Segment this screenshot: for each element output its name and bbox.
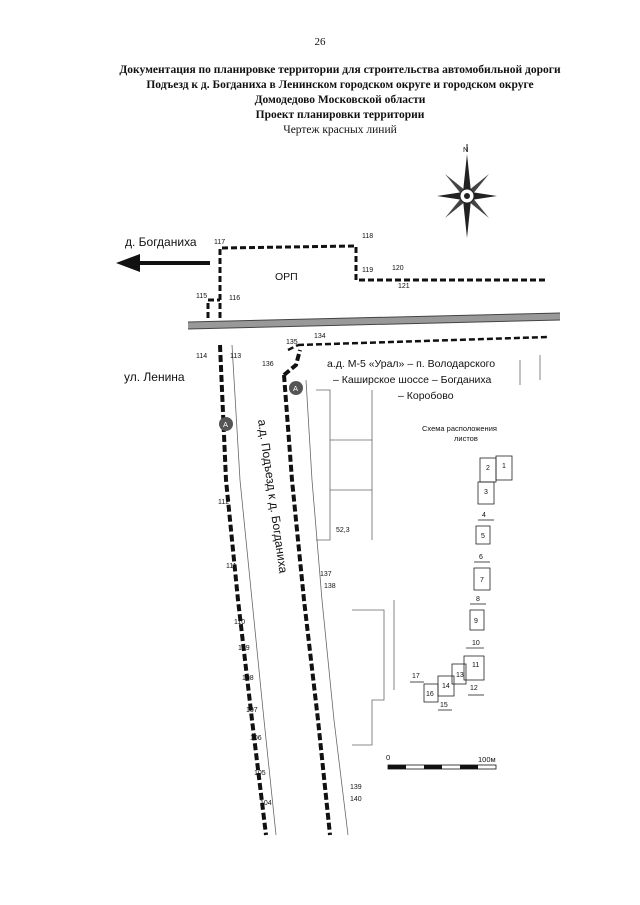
svg-text:10: 10	[472, 640, 480, 647]
svg-text:138: 138	[324, 583, 336, 590]
svg-text:140: 140	[350, 796, 362, 803]
header-line-1: Документация по планировке территории дл…	[119, 64, 561, 76]
svg-text:13: 13	[456, 672, 464, 679]
sheet-scheme-labels: 2 1 3 4 5 6 7 8 9 10 11 12 13 14 15 16 1…	[412, 463, 506, 709]
red-line-vertical-left	[218, 344, 268, 836]
svg-text:12: 12	[470, 685, 478, 692]
header-line-3: Домодедово Московской области	[254, 94, 426, 106]
orp-label: ОРП	[275, 271, 298, 283]
village-label: д. Богданиха	[125, 235, 197, 249]
svg-text:8: 8	[476, 596, 480, 603]
svg-text:109: 109	[238, 645, 250, 652]
svg-text:1: 1	[502, 463, 506, 470]
highway-band	[187, 312, 561, 330]
svg-text:7: 7	[480, 577, 484, 584]
svg-text:121: 121	[398, 283, 410, 290]
svg-text:136: 136	[262, 361, 274, 368]
compass-north-letter: N	[463, 145, 468, 154]
svg-text:104: 104	[260, 800, 272, 807]
svg-text:А: А	[223, 420, 228, 429]
svg-text:17: 17	[412, 673, 420, 680]
svg-text:114: 114	[196, 353, 207, 360]
point-labels: 117 118 119 120 121 115 116 114 113 135 …	[196, 233, 410, 807]
scale-zero: 0	[386, 753, 390, 762]
svg-text:113: 113	[230, 353, 241, 360]
compass-rose-icon	[437, 144, 497, 238]
direction-arrow-icon	[116, 254, 210, 272]
svg-text:118: 118	[362, 233, 373, 240]
header-line-5: Чертеж красных линий	[283, 124, 397, 136]
page-number: 26	[314, 36, 326, 48]
scale-bar	[387, 764, 497, 770]
svg-text:6: 6	[479, 554, 483, 561]
ural-road-label-line3: – Коробово	[398, 390, 454, 402]
vertical-road-label: а.д. Подъезд к д. Богданиха	[255, 418, 290, 574]
red-line-top	[206, 244, 548, 318]
lenina-street-label: ул. Ленина	[124, 370, 185, 384]
svg-text:115: 115	[196, 293, 207, 300]
scheme-title-line1: Схема расположения	[422, 424, 497, 433]
svg-text:110: 110	[234, 619, 245, 626]
svg-text:107: 107	[246, 707, 258, 714]
svg-text:120: 120	[392, 265, 404, 272]
header-line-2: Подъезд к д. Богданиха в Ленинском город…	[146, 79, 534, 91]
svg-text:135: 135	[286, 339, 298, 346]
parcel-lines	[231, 344, 541, 836]
svg-text:11: 11	[472, 662, 479, 669]
marker-a2-icon: А	[289, 381, 303, 395]
scale-end: 100м	[478, 755, 496, 764]
svg-text:106: 106	[250, 735, 262, 742]
svg-text:14: 14	[442, 683, 450, 690]
svg-text:119: 119	[362, 267, 373, 274]
svg-text:15: 15	[440, 702, 448, 709]
svg-text:5: 5	[481, 533, 485, 540]
svg-text:16: 16	[426, 691, 434, 698]
svg-text:9: 9	[474, 618, 478, 625]
svg-text:4: 4	[482, 512, 486, 519]
ural-road-label-line1: а.д. М-5 «Урал» – п. Володарского	[327, 358, 495, 370]
svg-text:А: А	[293, 384, 298, 393]
svg-text:2: 2	[486, 465, 490, 472]
svg-text:137: 137	[320, 571, 332, 578]
svg-text:105: 105	[254, 770, 266, 777]
svg-text:134: 134	[314, 333, 326, 340]
svg-text:111: 111	[226, 563, 237, 570]
svg-text:3: 3	[484, 489, 488, 496]
red-line-ural	[287, 335, 549, 352]
marker-a1-icon: А	[219, 417, 233, 431]
header-line-4: Проект планировки территории	[255, 109, 425, 121]
small-figure-label: 52,3	[336, 527, 350, 534]
ural-road-label-line2: – Каширское шоссе – Богданиха	[333, 374, 492, 386]
sheet-scheme	[410, 455, 513, 711]
svg-text:112: 112	[218, 499, 229, 506]
svg-text:139: 139	[350, 784, 362, 791]
svg-text:108: 108	[242, 675, 254, 682]
red-line-vertical-right	[282, 349, 332, 836]
svg-text:117: 117	[214, 239, 225, 246]
scheme-title-line2: листов	[454, 434, 478, 443]
svg-text:116: 116	[229, 295, 240, 302]
